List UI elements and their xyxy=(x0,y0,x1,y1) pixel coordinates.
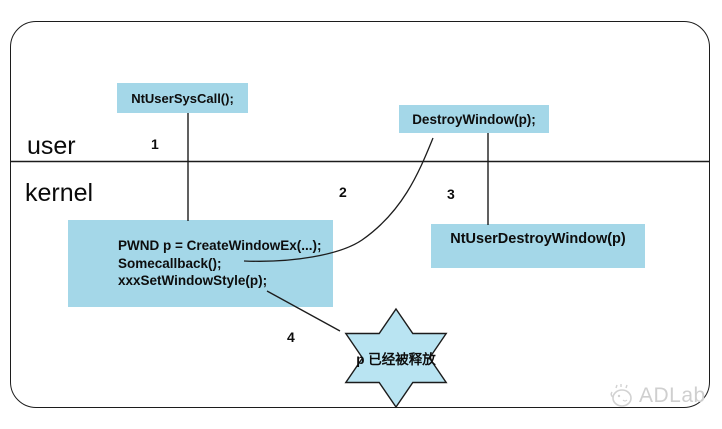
code-line-createwindowex: PWND p = CreateWindowEx(...); xyxy=(118,238,322,254)
box-ntusersyscall-label: NtUserSysCall(); xyxy=(131,90,234,106)
adlab-watermark: ADLab xyxy=(606,383,706,408)
adlab-watermark-text: ADLab xyxy=(639,384,706,407)
adlab-logo-icon xyxy=(610,384,632,407)
step-number-1: 1 xyxy=(151,136,159,152)
freed-star-label: p 已经被释放 xyxy=(356,352,436,367)
box-ntusersyscall: NtUserSysCall(); xyxy=(117,83,248,113)
box-destroywindow: DestroyWindow(p); xyxy=(399,105,549,133)
code-line-xxxsetwindowstyle: xxxSetWindowStyle(p); xyxy=(118,273,268,289)
box-destroywindow-label: DestroyWindow(p); xyxy=(412,111,536,127)
box-ntuserdestroywindow-label: NtUserDestroyWindow(p) xyxy=(450,231,626,247)
user-mode-label: user xyxy=(27,132,76,160)
kernel-mode-label: kernel xyxy=(25,179,94,207)
box-createwindowex: PWND p = CreateWindowEx(...); Somecallba… xyxy=(68,220,333,307)
step-number-4: 4 xyxy=(287,329,295,345)
box-ntuserdestroywindow: NtUserDestroyWindow(p) xyxy=(431,224,645,268)
step-number-2: 2 xyxy=(339,184,347,200)
code-line-somecallback: Somecallback(); xyxy=(118,255,222,271)
step-number-3: 3 xyxy=(447,186,455,202)
